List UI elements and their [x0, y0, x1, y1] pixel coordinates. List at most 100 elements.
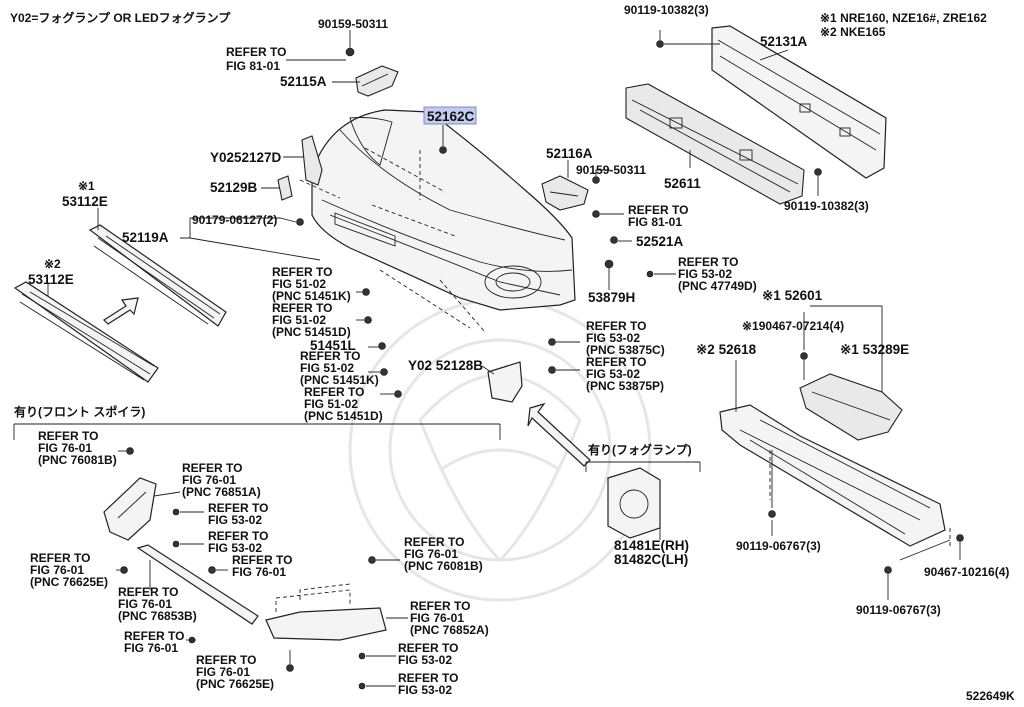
- callout-text: REFER TO: [300, 349, 360, 363]
- callout-text: REFER TO: [124, 629, 184, 643]
- callout-text: REFER TO: [404, 535, 464, 549]
- undercover-52618: [719, 404, 951, 548]
- label-52521A: 52521A: [636, 234, 684, 249]
- callout-text: FIG 51-02: [300, 361, 354, 375]
- part-52115A-bracket: [355, 65, 399, 97]
- callout-text: (PNC 76081B): [404, 559, 483, 573]
- label-81482C: 81482C(LH): [614, 552, 688, 567]
- label-53112E-bot: 53112E: [28, 272, 74, 287]
- callout-text: REFER TO: [398, 671, 458, 685]
- callout-text: FIG 76-01: [410, 611, 464, 625]
- label-52618: ※2 52618: [696, 342, 757, 357]
- callout-text: (PNC 51451K): [300, 373, 379, 387]
- front-spoiler-parts: [103, 477, 387, 641]
- callout-text: (PNC 53875C): [586, 343, 665, 357]
- direction-arrows: [103, 297, 591, 467]
- grille-53112E-lower: [13, 281, 159, 383]
- reinforcement-52131A: [711, 25, 887, 179]
- label-mark: ※2: [44, 257, 61, 271]
- callout-text: (PNC 51451D): [304, 409, 383, 423]
- label-90119-top: 90119-10382(3): [624, 3, 709, 17]
- label-90119-b1: 90119-06767(3): [736, 539, 821, 553]
- label-52128B: Y02 52128B: [408, 358, 483, 373]
- label-52162C: 52162C: [427, 109, 475, 124]
- note-2: ※2 NKE165: [820, 25, 886, 39]
- callout-text: FIG 76-01: [232, 565, 286, 579]
- section-front-spoiler: 有り(フロント スポイラ): [14, 404, 145, 419]
- sheet-id: 522649K: [966, 689, 1015, 703]
- label-90467-bot: 90467-10216(4): [924, 565, 1009, 579]
- label-52131A: 52131A: [760, 34, 808, 49]
- note-1: ※1 NRE160, NZE16#, ZRE162: [820, 11, 987, 25]
- label-fig: FIG 81-01: [226, 59, 280, 73]
- callout-text: (PNC 76851A): [182, 485, 261, 499]
- callout-text: FIG 76-01: [118, 597, 172, 611]
- callout-text: REFER TO: [304, 385, 364, 399]
- label-90159-top: 90159-50311: [318, 17, 388, 31]
- section-fog-lamp: 有り(フォグランプ): [588, 442, 692, 457]
- callout-text: FIG 53-02: [586, 331, 640, 345]
- variant-note: Y02=フォグランプ OR LEDフォグランプ: [10, 10, 231, 25]
- callout-text: REFER TO: [398, 641, 458, 655]
- callout-text: (PNC 76081B): [38, 453, 117, 467]
- callout-text: FIG 53-02: [586, 367, 640, 381]
- callout-text: FIG 51-02: [272, 313, 326, 327]
- callout-text: FIG 53-02: [398, 683, 452, 697]
- callout-text: FIG 76-01: [124, 641, 178, 655]
- callout-text: (PNC 51451K): [272, 289, 351, 303]
- callout-text: (PNC 76625E): [30, 575, 108, 589]
- callout-text: FIG 51-02: [304, 397, 358, 411]
- label-refer: REFER TO: [226, 45, 286, 59]
- callout-text: REFER TO: [196, 653, 256, 667]
- callout-text: FIG 53-02: [398, 653, 452, 667]
- part-52116A-bracket: [541, 175, 589, 211]
- callout-text: FIG 53-02: [208, 513, 262, 527]
- fog-cover-52128B: [487, 361, 523, 403]
- callout-text: FIG 81-01: [628, 215, 682, 229]
- label-81481E: 81481E(RH): [614, 538, 689, 553]
- callout-text: REFER TO: [586, 355, 646, 369]
- callout-text: REFER TO: [30, 551, 90, 565]
- callout-text: REFER TO: [118, 585, 178, 599]
- label-52115A: 52115A: [280, 74, 327, 89]
- callout-text: FIG 76-01: [196, 665, 250, 679]
- label-90179: 90179-06127(2): [192, 213, 277, 227]
- label-52116A: 52116A: [546, 146, 593, 161]
- fog-bezel-81481E: [607, 467, 661, 539]
- label-90159-mid: 90159-50311: [576, 163, 646, 177]
- bolts: [120, 40, 964, 690]
- callout-text: FIG 76-01: [38, 441, 92, 455]
- label-mark: ※1: [78, 179, 95, 193]
- label-52127D: Y0252127D: [210, 150, 282, 165]
- callout-text: FIG 76-01: [30, 563, 84, 577]
- callout-text: REFER TO: [232, 553, 292, 567]
- label-53289E: ※1 53289E: [840, 342, 909, 357]
- callout-text: REFER TO: [410, 599, 470, 613]
- callout-text: (PNC 53875P): [586, 379, 664, 393]
- callout-text: FIG 53-02: [678, 267, 732, 281]
- label-52611: 52611: [664, 176, 701, 191]
- absorber-52611: [625, 83, 805, 205]
- label-90467-top: ※190467-07214(4): [742, 319, 844, 333]
- callout-text: REFER TO: [628, 203, 688, 217]
- callout-text: (PNC 47749D): [678, 279, 757, 293]
- part-52127D-bracket: [301, 135, 323, 186]
- labels: Y02=フォグランプ OR LEDフォグランプ ※1 NRE160, NZE16…: [10, 3, 1015, 703]
- callout-text: FIG 76-01: [182, 473, 236, 487]
- callout-text: FIG 76-01: [404, 547, 458, 561]
- callout-text: FIG 51-02: [272, 277, 326, 291]
- callout-text: REFER TO: [38, 429, 98, 443]
- callout-text: (PNC 76853B): [118, 609, 197, 623]
- leader-lines: [13, 30, 961, 687]
- label-51451L: 51451L: [310, 338, 356, 353]
- label-52601: ※1 52601: [762, 288, 823, 303]
- callout-text: (PNC 76852A): [410, 623, 489, 637]
- grille-53112E-upper: [88, 224, 227, 327]
- callout-text: REFER TO: [208, 501, 268, 515]
- callout-text: (PNC 76625E): [196, 677, 274, 691]
- label-52119A: 52119A: [122, 230, 169, 245]
- undercover-53289E: [799, 373, 903, 441]
- callout-text: REFER TO: [182, 461, 242, 475]
